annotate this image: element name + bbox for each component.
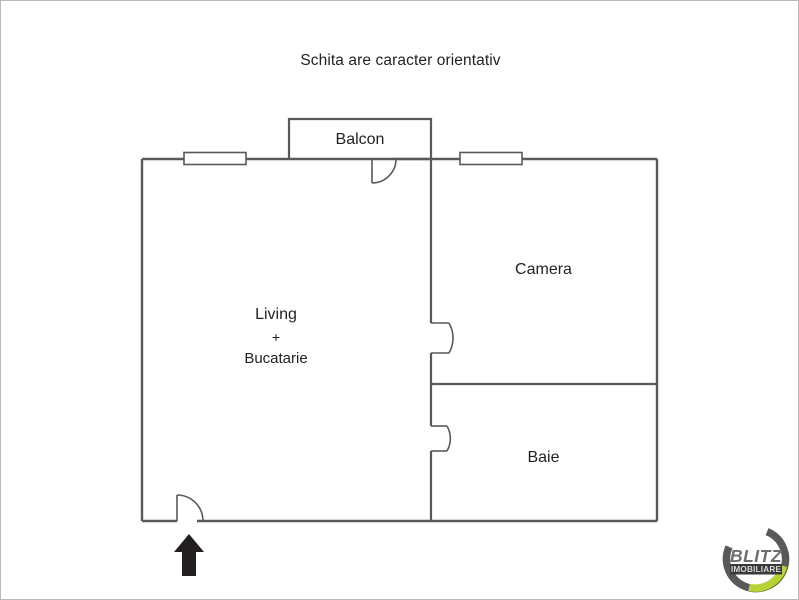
page-title: Schita are caracter orientativ	[300, 52, 501, 69]
door-camera-icon	[431, 322, 454, 354]
room-label-camera: Camera	[515, 261, 572, 278]
logo-ring-accent	[748, 564, 788, 592]
door-baie-icon	[431, 425, 452, 452]
logo-tagline-text: IMOBILIARE	[731, 565, 782, 574]
logo-brand-text: BLITZ	[730, 546, 783, 566]
window-right-icon	[459, 151, 523, 166]
balcon-outline	[287, 117, 433, 159]
door-balcon-icon	[371, 157, 431, 184]
interior-walls	[429, 159, 657, 521]
logo-mark: BLITZ IMOBILIARE	[722, 525, 790, 593]
room-label-balcon: Balcon	[335, 131, 385, 148]
room-label-plus-separator: +	[271, 329, 281, 345]
room-label-bucatarie: Bucatarie	[244, 350, 308, 367]
room-label-baie: Baie	[527, 449, 560, 466]
entrance-arrow-icon	[174, 534, 204, 576]
logo-tagline-bar	[730, 564, 782, 575]
blitz-imobiliare-logo: BLITZ IMOBILIARE	[719, 522, 793, 596]
window-left-icon	[183, 151, 247, 166]
room-label-living-bucatarie: Living + Bucatarie	[176, 304, 376, 370]
room-label-living: Living	[255, 306, 297, 323]
door-entrance-icon	[176, 494, 204, 522]
